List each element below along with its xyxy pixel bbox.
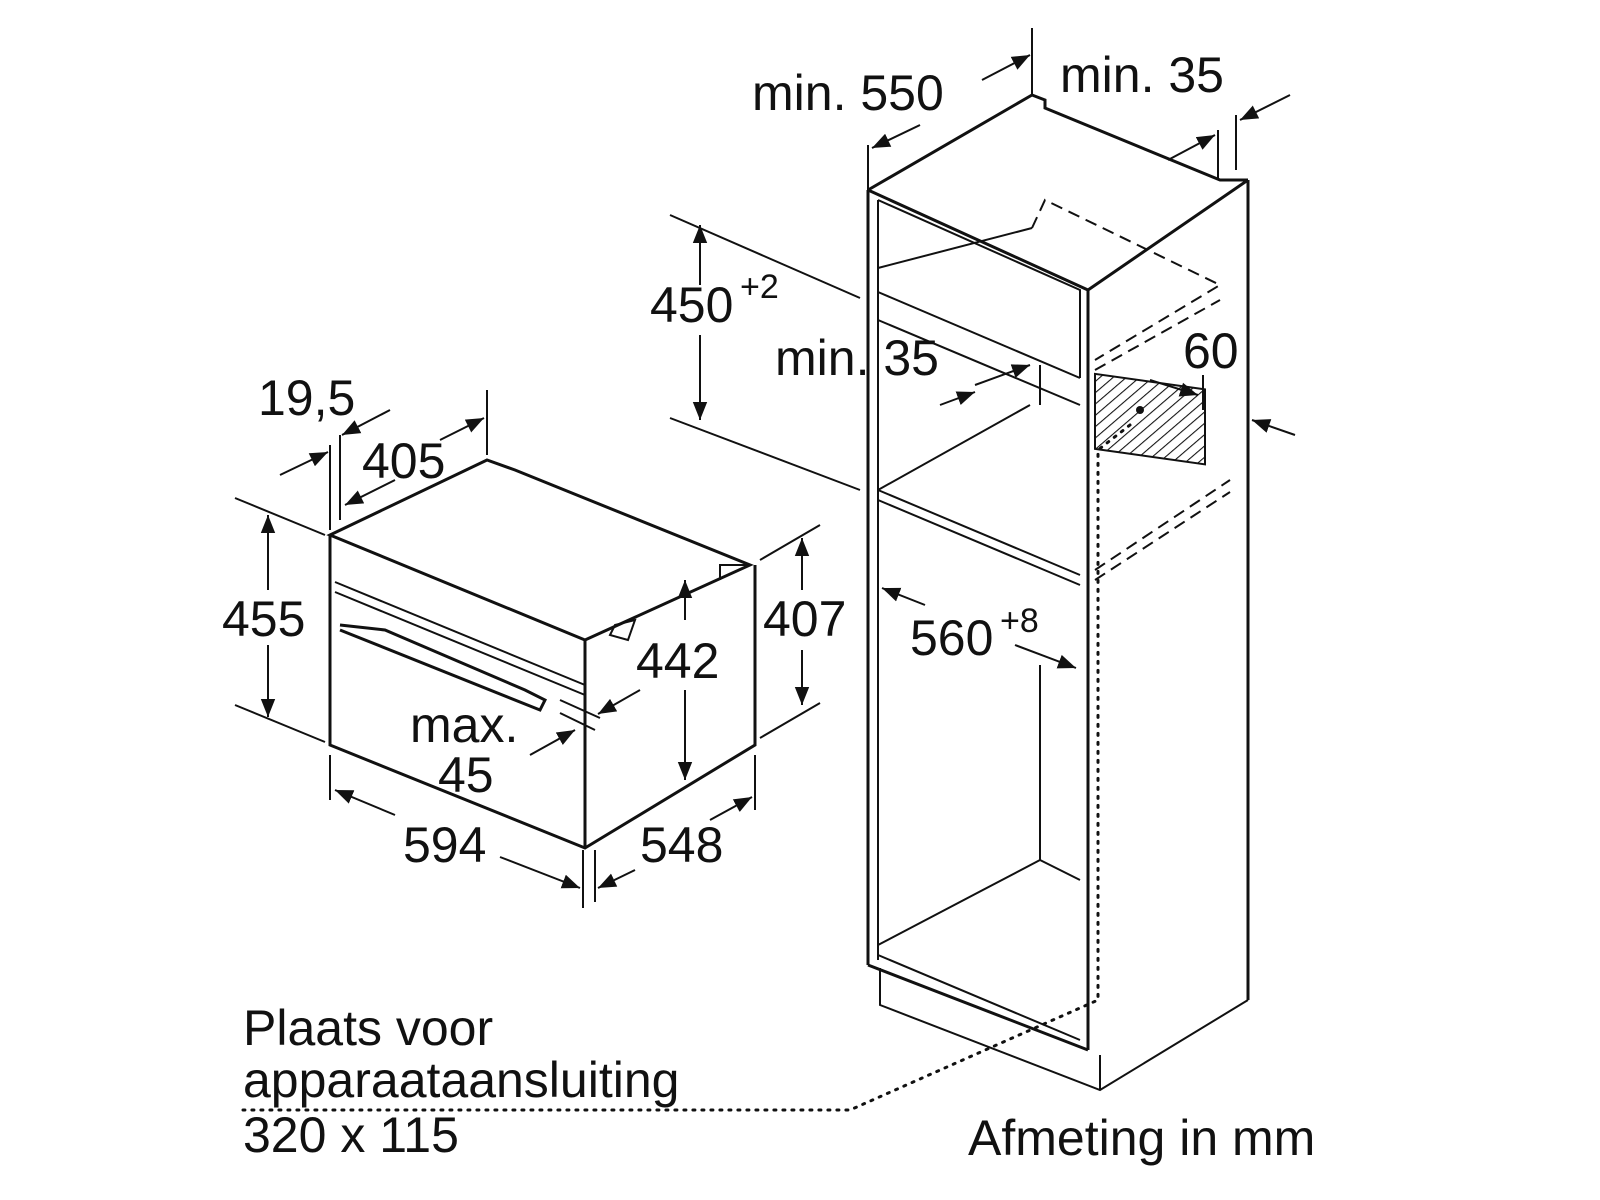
oven-appliance <box>326 458 757 850</box>
label-max-value: 45 <box>438 747 494 803</box>
label-niche-height: 450 <box>650 277 733 333</box>
label-cabinet-depth: min. 550 <box>752 65 944 121</box>
power-socket-area <box>1094 372 1206 466</box>
note-line-1: Plaats voor <box>243 1000 493 1056</box>
label-oven-top-depth: 405 <box>362 433 445 489</box>
label-niche-width: 560 <box>910 610 993 666</box>
label-oven-width: 594 <box>403 817 486 873</box>
label-mid-gap: min. 35 <box>775 330 939 386</box>
label-oven-height: 455 <box>222 591 305 647</box>
label-oven-depth: 548 <box>640 817 723 873</box>
unit-note: Afmeting in mm <box>968 1110 1315 1166</box>
label-niche-height-tolerance: +2 <box>740 268 779 306</box>
label-max: max. <box>410 697 518 753</box>
label-vent: 60 <box>1183 323 1239 379</box>
label-oven-body-height: 407 <box>763 591 846 647</box>
label-niche-width-tolerance: +8 <box>1000 602 1039 640</box>
dimension-lines <box>234 28 1296 908</box>
note-line-2: apparaataansluiting <box>243 1052 679 1108</box>
note-line-3: 320 x 115 <box>243 1107 459 1163</box>
label-cabinet-top-gap: min. 35 <box>1060 47 1224 103</box>
tall-cabinet <box>241 93 1250 1112</box>
label-inner-height: 442 <box>636 633 719 689</box>
label-front-offset: 19,5 <box>258 370 355 426</box>
